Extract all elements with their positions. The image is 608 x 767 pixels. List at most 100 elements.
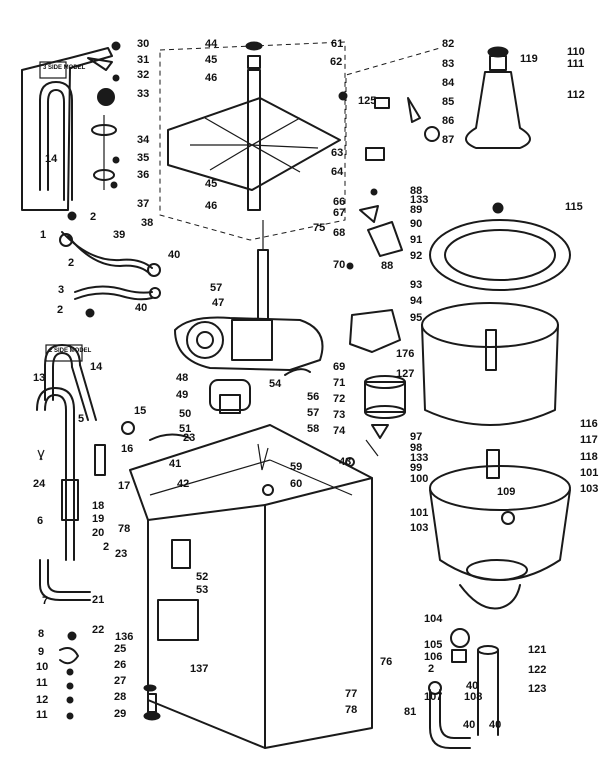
callout-label-l104: 104 bbox=[424, 613, 443, 625]
callout-label-l116: 116 bbox=[580, 418, 598, 430]
rear-panel-hose-assembly: 3 SIDE MODEL bbox=[21, 41, 161, 318]
callout-label-l29: 29 bbox=[114, 708, 126, 720]
callout-label-l11a: 11 bbox=[36, 677, 48, 689]
callout-label-l68: 68 bbox=[333, 227, 345, 239]
callout-label-l64: 64 bbox=[331, 166, 344, 178]
callout-label-l69: 69 bbox=[333, 361, 345, 373]
callout-label-l14b: 14 bbox=[90, 361, 103, 373]
callout-label-l137: 137 bbox=[190, 663, 208, 675]
callout-label-l62: 62 bbox=[330, 56, 342, 68]
callout-label-l40a: 40 bbox=[168, 249, 180, 261]
callout-label-l19: 19 bbox=[92, 513, 104, 525]
callout-label-l56: 56 bbox=[307, 391, 319, 403]
callout-label-l73: 73 bbox=[333, 409, 345, 421]
callout-label-l110: 110 bbox=[567, 46, 585, 58]
callout-label-l1: 1 bbox=[40, 229, 46, 241]
callout-label-l63: 63 bbox=[331, 147, 343, 159]
callout-label-l11b: 11 bbox=[36, 709, 48, 721]
callout-label-l5: 5 bbox=[78, 413, 84, 425]
callout-label-l88b: 88 bbox=[381, 260, 393, 272]
callout-label-l14a: 14 bbox=[45, 153, 58, 165]
callout-label-l25: 25 bbox=[114, 643, 126, 655]
cabinet-assembly bbox=[121, 421, 373, 749]
callout-label-l125: 125 bbox=[358, 95, 376, 107]
callout-label-l66: 66 bbox=[333, 196, 345, 208]
callout-label-l41: 41 bbox=[169, 458, 181, 470]
callout-label-l33: 33 bbox=[137, 88, 149, 100]
callout-label-l90: 90 bbox=[410, 218, 422, 230]
callout-label-l27: 27 bbox=[114, 675, 126, 687]
callout-label-l111: 111 bbox=[567, 58, 584, 70]
callout-label-l101a: 101 bbox=[410, 507, 428, 519]
callout-label-l85: 85 bbox=[442, 96, 454, 108]
callout-label-l59: 59 bbox=[290, 461, 302, 473]
callout-label-l91: 91 bbox=[410, 234, 422, 246]
callout-label-l44: 44 bbox=[205, 38, 218, 50]
callout-label-l78a: 78 bbox=[118, 523, 130, 535]
callout-label-l95: 95 bbox=[410, 312, 422, 324]
callout-label-l84: 84 bbox=[442, 77, 455, 89]
callout-label-l78b: 78 bbox=[345, 704, 357, 716]
callout-label-l61: 61 bbox=[331, 38, 343, 50]
callout-label-l87: 87 bbox=[442, 134, 454, 146]
callout-label-l52: 52 bbox=[196, 571, 208, 583]
callout-label-l99: 99 bbox=[410, 462, 422, 474]
callout-label-l43: 43 bbox=[339, 456, 351, 468]
callout-label-l17: 17 bbox=[118, 480, 130, 492]
callout-label-l176: 176 bbox=[396, 348, 414, 360]
callout-label-l18: 18 bbox=[92, 500, 104, 512]
callout-label-l93: 93 bbox=[410, 279, 422, 291]
callout-label-l127: 127 bbox=[396, 368, 414, 380]
callout-label-l101b: 101 bbox=[580, 467, 598, 479]
callout-label-l40b: 40 bbox=[135, 302, 147, 314]
callout-label-l2c: 2 bbox=[57, 304, 63, 316]
callout-label-l57b: 57 bbox=[307, 407, 319, 419]
callout-label-l103b: 103 bbox=[580, 483, 598, 495]
callout-label-l42: 42 bbox=[177, 478, 189, 490]
callout-label-l21: 21 bbox=[92, 594, 104, 606]
callout-label-l97: 97 bbox=[410, 431, 422, 443]
callout-label-l112: 112 bbox=[567, 89, 585, 101]
model-note-2-side: 2 SIDE MODEL bbox=[49, 348, 92, 354]
callout-label-l107: 107 bbox=[424, 691, 442, 703]
callout-label-l37: 37 bbox=[137, 198, 149, 210]
callout-label-l60: 60 bbox=[290, 478, 302, 490]
callout-label-l12: 12 bbox=[36, 694, 48, 706]
callout-label-l2d: 2 bbox=[103, 541, 109, 553]
callout-label-l71: 71 bbox=[333, 377, 345, 389]
callout-label-l15: 15 bbox=[134, 405, 146, 417]
callout-label-l38: 38 bbox=[141, 217, 153, 229]
callout-label-l2a: 2 bbox=[90, 211, 96, 223]
callout-label-l35: 35 bbox=[137, 152, 149, 164]
callout-label-l118: 118 bbox=[580, 451, 598, 463]
callout-label-l20: 20 bbox=[92, 527, 104, 539]
callout-label-l10: 10 bbox=[36, 661, 48, 673]
callout-label-l22: 22 bbox=[92, 624, 104, 636]
callout-label-l75: 75 bbox=[313, 222, 325, 234]
callout-label-l123: 123 bbox=[528, 683, 546, 695]
callout-label-l106: 106 bbox=[424, 651, 442, 663]
callout-label-l13: 13 bbox=[33, 372, 45, 384]
callout-label-l92: 92 bbox=[410, 250, 422, 262]
side-hose-assembly: 2 SIDE MODEL bbox=[36, 344, 106, 720]
callout-label-l16: 16 bbox=[121, 443, 133, 455]
callout-label-l28: 28 bbox=[114, 691, 126, 703]
callout-label-l6: 6 bbox=[37, 515, 43, 527]
callout-label-l45a: 45 bbox=[205, 54, 217, 66]
model-note-3-side: 3 SIDE MODEL bbox=[43, 65, 86, 71]
callout-label-l48: 48 bbox=[176, 372, 188, 384]
callout-label-l115: 115 bbox=[565, 201, 583, 213]
callout-label-l133a: 133 bbox=[410, 194, 428, 206]
callout-label-l58: 58 bbox=[307, 423, 319, 435]
callout-labels: 3031323334353637383940401222314131452467… bbox=[33, 38, 598, 731]
callout-label-l23a: 23 bbox=[115, 548, 127, 560]
callout-label-l94: 94 bbox=[410, 295, 423, 307]
callout-label-l24: 24 bbox=[33, 478, 46, 490]
callout-label-l40c: 40 bbox=[466, 680, 478, 692]
callout-label-l26: 26 bbox=[114, 659, 126, 671]
callout-label-l121: 121 bbox=[528, 644, 546, 656]
callout-label-l51: 51 bbox=[179, 423, 191, 435]
callout-label-l81: 81 bbox=[404, 706, 416, 718]
callout-label-l119: 119 bbox=[520, 53, 538, 65]
